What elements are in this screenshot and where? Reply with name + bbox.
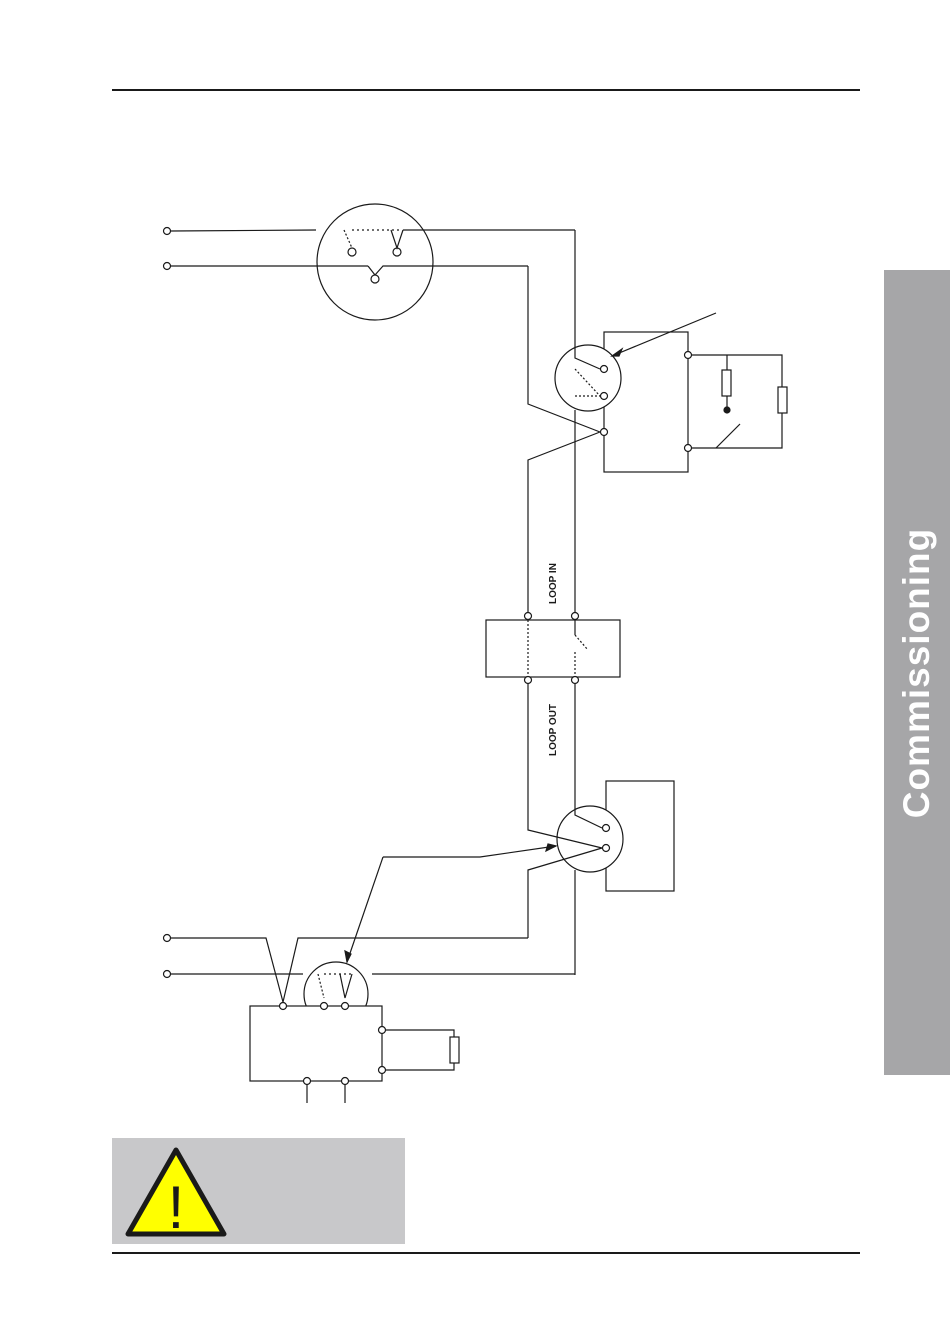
control-panel-box: [486, 613, 620, 684]
lower-interface-module: [383, 684, 674, 975]
bottom-detector-base: [164, 857, 576, 1103]
upper-interface-module: [528, 230, 787, 614]
loop-out-label: LOOP OUT: [548, 704, 559, 756]
warning-triangle-icon: !: [124, 1142, 244, 1242]
warning-panel: !: [112, 1138, 405, 1244]
bottom-rule: [112, 1252, 860, 1254]
loop-in-label: LOOP IN: [548, 563, 559, 604]
top-detector-base: [317, 204, 433, 320]
warning-symbol: !: [168, 1174, 185, 1241]
